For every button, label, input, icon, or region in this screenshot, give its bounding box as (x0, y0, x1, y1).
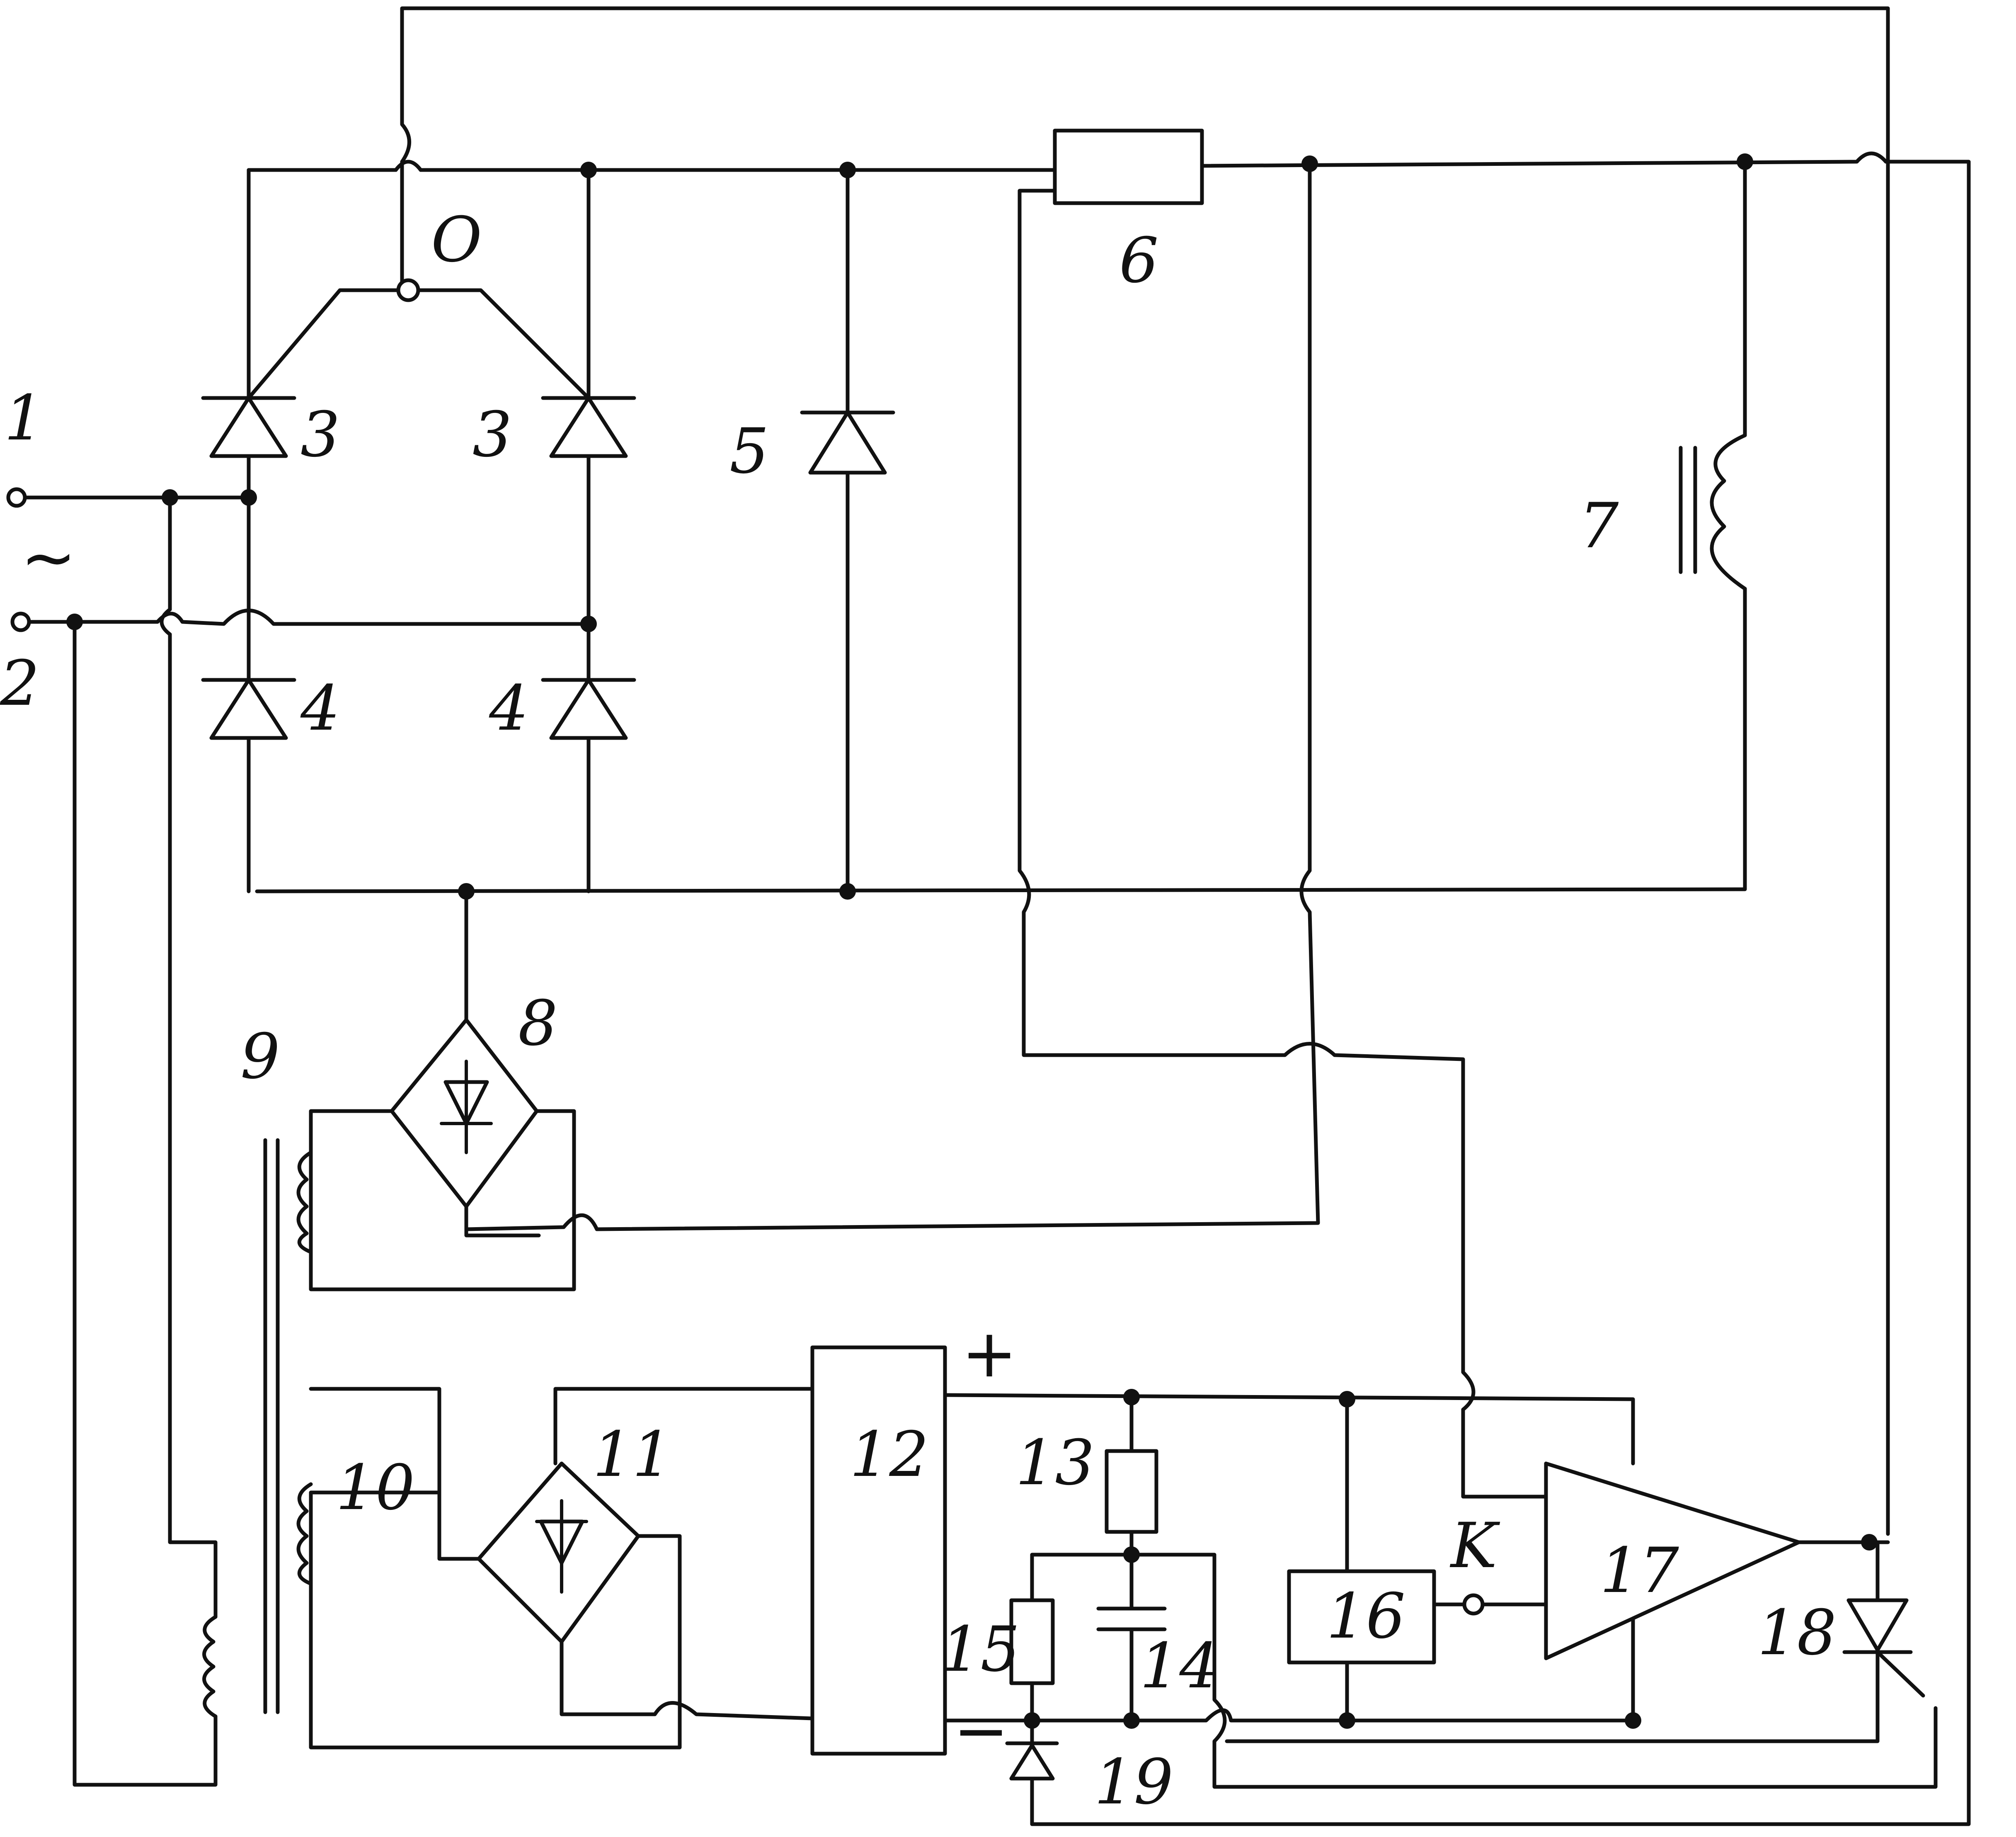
coil-7-winding (1710, 433, 1747, 591)
wire-r6-to-comparator (1018, 189, 1548, 1499)
junction-bridge-left-mid (240, 489, 257, 506)
label-8: 8 (518, 988, 557, 1060)
junction-bridge8-top (458, 883, 475, 900)
wire-gate-right (408, 288, 591, 400)
junction-diode5-bottom (839, 883, 856, 900)
label-13: 13 (1015, 1427, 1095, 1499)
label-9: 9 (240, 1021, 280, 1093)
diode-19 (1009, 1743, 1055, 1781)
label-11: 11 (593, 1419, 672, 1491)
switch-k-contact (1462, 1593, 1485, 1616)
plus-sign: + (962, 1315, 1017, 1392)
label-3-left: 3 (300, 399, 340, 471)
junction-neg-17 (1625, 1712, 1641, 1729)
minus-sign: − (953, 1692, 1009, 1769)
junction-bridge-right-mid (580, 616, 597, 632)
label-4-right: 4 (489, 672, 528, 745)
label-k: K (1449, 1510, 1500, 1582)
wire-input-2 (27, 609, 591, 626)
label-19: 19 (1094, 1746, 1173, 1818)
label-3-right: 3 (472, 399, 512, 471)
junction-top-right-leg (580, 162, 597, 178)
label-1: 1 (4, 382, 44, 454)
wire-top-rail-right (1200, 151, 1971, 1810)
node-o-terminal (396, 278, 420, 302)
terminal-2 (10, 612, 31, 632)
thyristor-3-right (549, 396, 628, 458)
comparator-17 (1544, 1461, 1801, 1660)
wire-bridge11-top (553, 1387, 814, 1466)
diode-5 (808, 410, 887, 475)
label-6: 6 (1119, 225, 1158, 297)
wire-top-loop (400, 6, 1890, 1536)
junction-coil7-top (1737, 153, 1753, 170)
wire-gate-left (247, 288, 400, 400)
diode-4-left (209, 678, 288, 740)
label-16: 16 (1326, 1580, 1405, 1653)
wire-bridge8-bottom (464, 1204, 541, 1238)
winding-10 (296, 1482, 313, 1586)
thyristor-18-gate (1875, 1650, 1925, 1698)
wire-bridge11-left (309, 1387, 481, 1561)
resistor-13 (1105, 1449, 1158, 1534)
resistor-6 (1053, 129, 1204, 205)
junction-comparator-out (1861, 1534, 1878, 1551)
wire-top-rail-left (247, 160, 1057, 172)
wire-bridge8-winding (309, 1109, 576, 1291)
label-2: 2 (0, 648, 39, 720)
wire-bottom-rail (255, 587, 1747, 893)
ac-symbol: ~ (21, 519, 76, 596)
junction-diode5-top (839, 162, 856, 178)
wire-negative-rail (943, 1606, 1635, 1723)
wire-winding-10 (309, 1490, 441, 1750)
label-14: 14 (1140, 1630, 1219, 1702)
label-4-left: 4 (300, 672, 340, 745)
regulator-12 (810, 1345, 947, 1756)
label-7: 7 (1579, 490, 1619, 562)
terminal-1 (6, 487, 27, 508)
transformer-primary-winding (73, 620, 218, 1787)
wire-bridge11-bottom (560, 1640, 814, 1721)
wire-thyristor-18 (1225, 1540, 1880, 1743)
label-o: O (431, 204, 482, 276)
label-15: 15 (941, 1614, 1020, 1686)
thyristor-18 (1846, 1598, 1909, 1652)
wire-bridge11-right (437, 1534, 682, 1750)
wire-r15-top (1030, 1553, 1938, 1789)
wire-positive-rail (943, 1393, 1635, 1466)
winding-9-upper (296, 1150, 313, 1254)
label-17: 17 (1600, 1535, 1679, 1607)
label-5: 5 (729, 415, 769, 488)
block-16 (1287, 1569, 1436, 1665)
junction-r6-right (1301, 155, 1318, 172)
thyristor-3-left (209, 396, 288, 458)
label-12: 12 (850, 1419, 929, 1491)
label-10: 10 (336, 1452, 415, 1524)
resistor-15 (1009, 1598, 1055, 1685)
wire-d19-bottom (1030, 1805, 1971, 1826)
label-18: 18 (1757, 1597, 1837, 1669)
diode-4-right (549, 678, 628, 740)
wire-primary (160, 495, 218, 1619)
